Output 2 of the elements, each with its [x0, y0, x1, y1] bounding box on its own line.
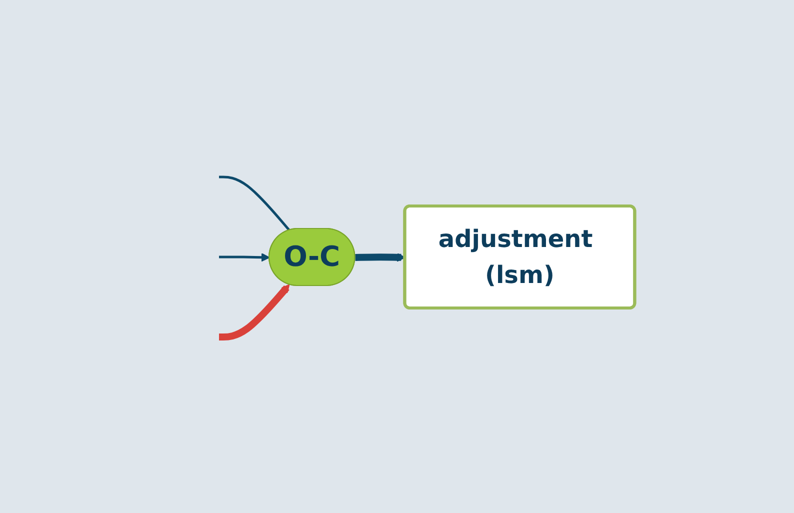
- arrow: [219, 252, 270, 262]
- arrow: [219, 284, 290, 340]
